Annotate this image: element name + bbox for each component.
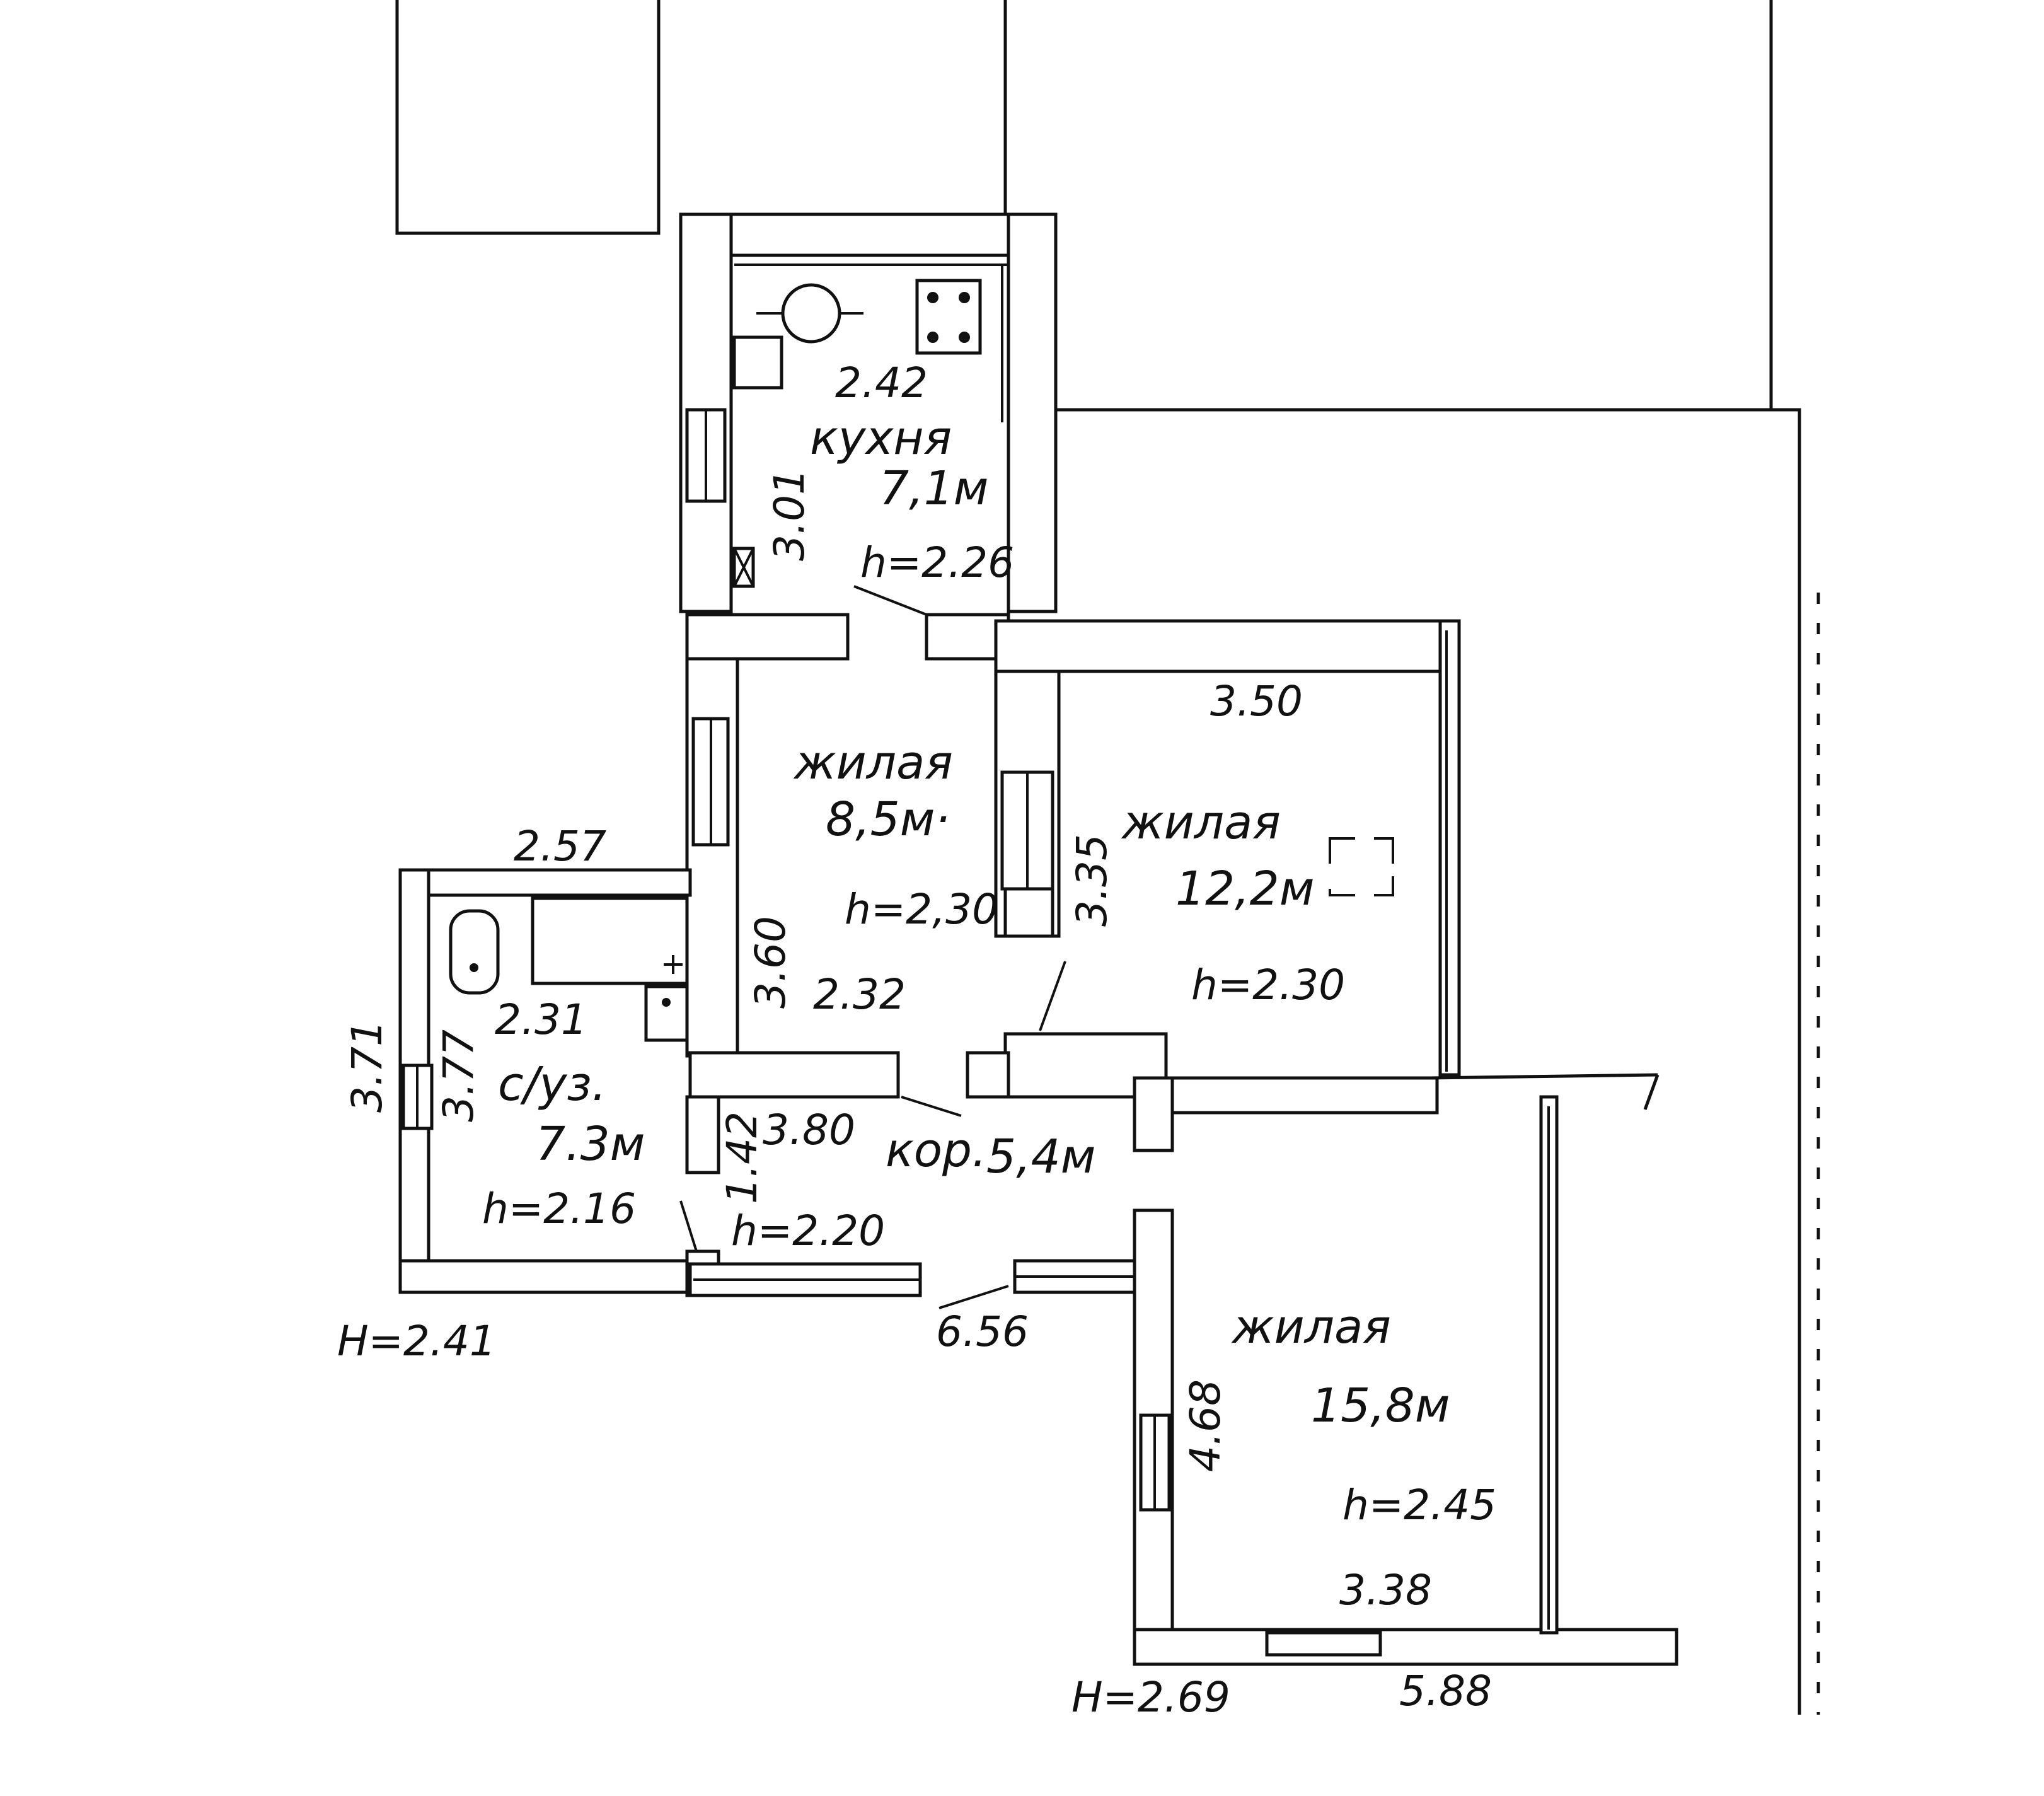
living-2-length: 3.35: [1068, 834, 1116, 927]
living-3-length: 4.68: [1181, 1379, 1230, 1472]
kitchen-partition: [685, 585, 1010, 661]
corridor-height: h=2.20: [731, 1207, 885, 1255]
washbasin-icon: [644, 985, 689, 1042]
living-1-area: 8,5м·: [826, 792, 950, 847]
living-3-bottom-window: [1265, 1631, 1382, 1657]
living-2-area: 12,2м: [1175, 862, 1315, 916]
living-1-name: жилая: [793, 736, 953, 790]
living-room-1-walls: [685, 619, 1061, 1058]
outer-height-left: 3.71: [343, 1020, 391, 1113]
living-2-name: жилая: [1121, 796, 1281, 850]
corridor-area: 5,4м: [986, 1130, 1096, 1184]
outer-length-right: 5.88: [1399, 1667, 1492, 1715]
corridor-walls: [679, 961, 1439, 1309]
living-1-length: 3.60: [746, 916, 795, 1009]
level-left: H=2.41: [337, 1317, 496, 1365]
living-3-height: h=2.45: [1342, 1481, 1496, 1529]
bathroom-walls: [398, 868, 692, 1294]
bathroom-height: h=2.16: [482, 1185, 636, 1233]
living-3-width: 3.38: [1339, 1566, 1432, 1614]
level-right: H=2.69: [1071, 1673, 1230, 1722]
kitchen-area: 7,1м: [879, 461, 989, 516]
corridor-width: 3.80: [763, 1106, 855, 1154]
living-room-3-walls: [1133, 1073, 1678, 1666]
bathroom-area: 7.3м: [536, 1117, 645, 1171]
kitchen-walls: [679, 212, 1058, 613]
outer-length-bottom: 6.56: [936, 1307, 1029, 1356]
water-heater-icon: [732, 335, 783, 390]
bathroom-width: 2.31: [495, 995, 587, 1044]
kitchen-name: кухня: [810, 411, 952, 465]
kitchen-width: 2.42: [835, 359, 928, 407]
living-2-width: 3.50: [1210, 677, 1303, 726]
living-2-height: h=2.30: [1191, 961, 1345, 1009]
bathtub-icon: [531, 896, 689, 985]
bathroom-name: с/уз.: [498, 1057, 606, 1111]
outer-width-left: 2.57: [514, 822, 606, 871]
kitchen-length: 3.01: [765, 468, 814, 561]
toilet-icon: [449, 909, 500, 995]
stove-icon: [915, 279, 982, 355]
fireplace-icon: [1329, 837, 1394, 896]
bathroom-length: 3.77: [434, 1029, 483, 1122]
living-3-name: жилая: [1231, 1300, 1391, 1354]
living-room-2-walls: [994, 619, 1461, 1077]
corridor-name: кор.: [886, 1123, 986, 1178]
living-3-area: 15,8м: [1311, 1379, 1450, 1433]
living-1-width: 2.32: [813, 970, 906, 1019]
neighbor-outlines: [395, 0, 1820, 1715]
kitchen-height: h=2.26: [860, 538, 1014, 587]
kitchen-fixtures: [732, 279, 982, 588]
sink-icon: [781, 283, 841, 344]
corridor-length: 1.42: [718, 1111, 766, 1204]
living-1-height: h=2,30: [845, 885, 998, 934]
